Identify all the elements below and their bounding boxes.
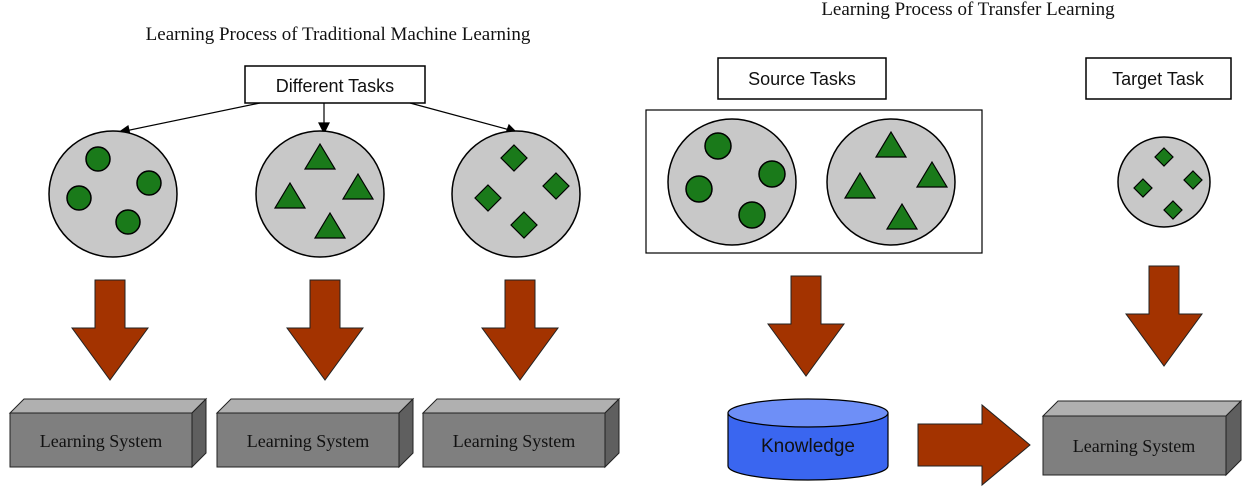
knowledge-label: Knowledge — [761, 436, 855, 457]
block-arrow-down — [1125, 265, 1203, 367]
source-tasks-label: Source Tasks — [748, 69, 856, 89]
task-blob-triangles — [255, 130, 385, 258]
target-task-box: Target Task — [1085, 57, 1232, 100]
target-task-label: Target Task — [1112, 69, 1205, 89]
circle-shape — [85, 146, 111, 172]
learning-system-label: Learning System — [247, 431, 369, 451]
circle-shape — [66, 185, 92, 211]
block-arrow-down — [71, 279, 149, 381]
learning-system-box-2: Learning System — [215, 397, 415, 469]
circle-shape — [115, 209, 141, 235]
learning-system-box-1: Learning System — [8, 397, 208, 469]
source-blob-triangles — [826, 118, 956, 246]
source-tasks-box: Source Tasks — [717, 57, 887, 100]
learning-system-label: Learning System — [453, 431, 575, 451]
triangle-shape — [303, 142, 337, 170]
circle-shape — [136, 170, 162, 196]
circle-shape — [738, 201, 766, 229]
diamond-shape — [1133, 178, 1153, 198]
fanout-arrowhead-middle — [318, 122, 330, 135]
triangle-shape — [273, 181, 307, 209]
diamond-shape — [1183, 170, 1203, 190]
learning-system-label: Learning System — [40, 431, 162, 451]
learning-system-box-3: Learning System — [421, 397, 621, 469]
knowledge-database: Knowledge — [727, 398, 889, 481]
block-arrow-down — [481, 279, 559, 381]
triangle-shape — [341, 172, 375, 200]
diamond-shape — [474, 184, 502, 212]
target-blob-diamonds — [1117, 136, 1211, 228]
source-blob-circles — [667, 118, 797, 246]
block-arrow-down — [286, 279, 364, 381]
circle-shape — [758, 160, 786, 188]
diamond-shape — [1154, 147, 1174, 167]
diamond-shape — [1163, 200, 1183, 220]
circle-shape — [704, 132, 732, 160]
diamond-shape — [510, 211, 538, 239]
triangle-shape — [874, 130, 908, 158]
task-blob-diamonds — [451, 130, 581, 258]
task-blob-circles — [48, 130, 178, 258]
fanout-arrow-right — [409, 102, 511, 131]
diamond-shape — [542, 172, 570, 200]
triangle-shape — [885, 202, 919, 230]
block-arrow-right — [917, 403, 1031, 487]
task-fanout-arrows — [116, 102, 519, 136]
fanout-arrow-left — [124, 102, 261, 132]
circle-shape — [685, 175, 713, 203]
different-tasks-label: Different Tasks — [276, 76, 394, 96]
triangle-shape — [843, 171, 877, 199]
triangle-shape — [313, 211, 347, 239]
different-tasks-box: Different Tasks — [244, 65, 426, 104]
triangle-shape — [915, 160, 949, 188]
left-panel-title: Learning Process of Traditional Machine … — [146, 24, 531, 45]
diamond-shape — [500, 144, 528, 172]
target-learning-system-box: Learning System — [1041, 399, 1243, 477]
right-panel-title: Learning Process of Transfer Learning — [821, 0, 1115, 20]
block-arrow-down — [767, 275, 845, 377]
target-learning-system-label: Learning System — [1073, 436, 1195, 456]
